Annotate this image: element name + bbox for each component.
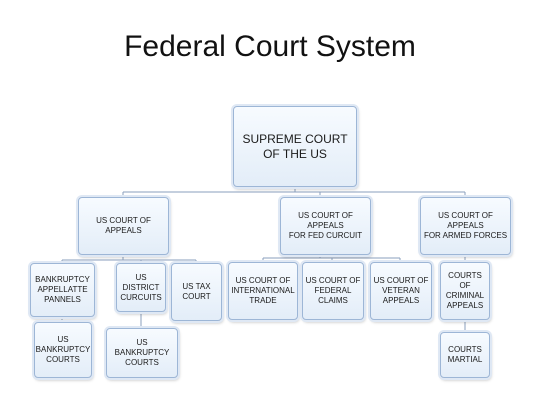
node-us-district-circuits: US DISTRICT CURCUITS [116, 263, 166, 312]
node-veteran-appeals: US COURT OF VETERAN APPEALS [370, 262, 432, 320]
node-us-bankruptcy-courts: US BANKRUPTCY COURTS [34, 322, 92, 378]
node-federal-claims: US COURT OF FEDERAL CLAIMS [302, 262, 364, 320]
node-courts-martial: COURTS MARTIAL [440, 332, 490, 378]
node-bankruptcy-appellate-panels: BANKRUPTCY APPELLATTE PANNELS [30, 263, 95, 317]
node-us-tax-court: US TAX COURT [171, 263, 222, 321]
node-supreme-court: SUPREME COURT OF THE US [233, 106, 357, 187]
node-criminal-appeals: COURTS OF CRIMINAL APPEALS [440, 262, 490, 320]
node-appeals-armed-forces: US COURT OF APPEALS FOR ARMED FORCES [420, 197, 511, 255]
node-appeals-fed-circuit: US COURT OF APPEALS FOR FED CURCUIT [280, 197, 371, 255]
page-title: Federal Court System [124, 30, 416, 63]
node-us-bankruptcy-courts-2: US BANKRUPTCY COURTS [106, 328, 178, 378]
node-international-trade: US COURT OF INTERNATIONAL TRADE [228, 262, 298, 320]
node-us-court-of-appeals: US COURT OF APPEALS [78, 197, 169, 255]
